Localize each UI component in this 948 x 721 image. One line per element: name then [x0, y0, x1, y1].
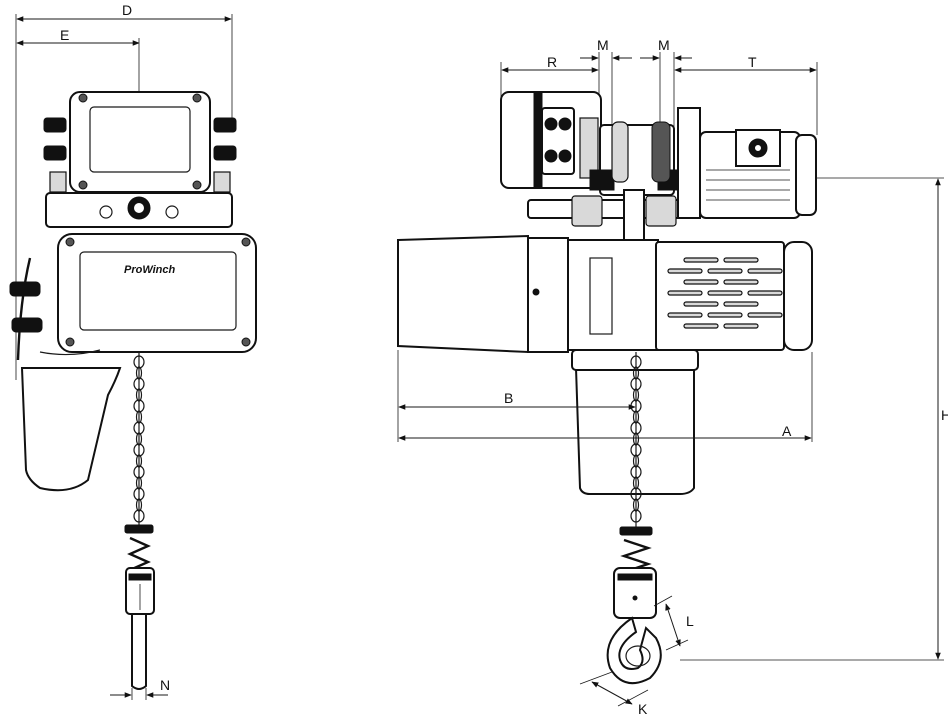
- chain-link: [632, 366, 640, 380]
- chain-link: [133, 421, 145, 435]
- dimension-n-label: N: [160, 677, 170, 693]
- chain-link: [632, 498, 640, 512]
- control-box-side: [43, 91, 237, 193]
- chain-bag-front: [571, 349, 699, 495]
- vent-slot: [683, 323, 719, 329]
- dimension-r-label: R: [547, 54, 557, 70]
- vent-slot: [723, 279, 759, 285]
- chain-link: [133, 377, 145, 391]
- vent-slots: [667, 257, 783, 329]
- chain-link: [133, 487, 145, 501]
- chain-link: [632, 410, 640, 424]
- chain-link: [133, 443, 145, 457]
- vent-slot: [683, 301, 719, 307]
- chain-link: [133, 509, 145, 523]
- chain-side: [133, 352, 145, 525]
- dimension-l-label: L: [686, 613, 694, 629]
- chain-link: [632, 454, 640, 468]
- hoist-body-side: ProWinch: [57, 233, 257, 353]
- chain-link: [135, 410, 143, 424]
- vent-slot: [683, 279, 719, 285]
- vent-slot: [707, 290, 743, 296]
- chain-link: [135, 432, 143, 446]
- chain-link: [632, 476, 640, 490]
- chain-link: [135, 498, 143, 512]
- vent-slot: [707, 268, 743, 274]
- dimension-k-label: K: [638, 701, 648, 717]
- chain-link: [135, 476, 143, 490]
- dimension-b-label: B: [504, 390, 513, 406]
- chain-link: [630, 465, 642, 479]
- vent-slot: [723, 257, 759, 263]
- vent-slot: [723, 301, 759, 307]
- chain-link: [630, 487, 642, 501]
- hook-block-front: [606, 526, 662, 685]
- dimension-a-label: A: [782, 423, 792, 439]
- vent-slot: [667, 290, 703, 296]
- vent-slot: [683, 257, 719, 263]
- dimension-d-label: D: [122, 2, 132, 18]
- trolley-plate-side: [45, 192, 233, 228]
- chain-bag-side: [9, 257, 122, 492]
- vent-slot: [747, 312, 783, 318]
- chain-link: [630, 355, 642, 369]
- vent-slot: [747, 290, 783, 296]
- chain-link: [135, 454, 143, 468]
- vent-slot: [707, 312, 743, 318]
- vent-slot: [723, 323, 759, 329]
- chain-link: [135, 388, 143, 402]
- chain-link: [630, 443, 642, 457]
- chain-link: [135, 366, 143, 380]
- side-view: D E: [9, 2, 257, 700]
- vent-slot: [667, 312, 703, 318]
- front-view: R M M T: [397, 37, 948, 717]
- trolley-motor: [677, 107, 817, 219]
- hoist-body-front: [397, 234, 813, 354]
- dimension-e-label: E: [60, 27, 69, 43]
- chain-link: [630, 421, 642, 435]
- dimension-m-left-label: M: [597, 37, 609, 53]
- control-box-front: [500, 91, 602, 189]
- chain-link: [630, 377, 642, 391]
- dimension-m-right-label: M: [658, 37, 670, 53]
- trolley-mechanism: [527, 121, 699, 243]
- brand-logo: ProWinch: [124, 264, 176, 276]
- hook-block-side: [124, 524, 155, 690]
- chain-link: [133, 465, 145, 479]
- vent-slot: [667, 268, 703, 274]
- chain-link: [632, 388, 640, 402]
- vent-slot: [747, 268, 783, 274]
- dimension-t-label: T: [748, 54, 757, 70]
- chain-link: [133, 355, 145, 369]
- dimension-h-label: H: [941, 407, 948, 423]
- chain-link: [133, 399, 145, 413]
- chain-link: [630, 509, 642, 523]
